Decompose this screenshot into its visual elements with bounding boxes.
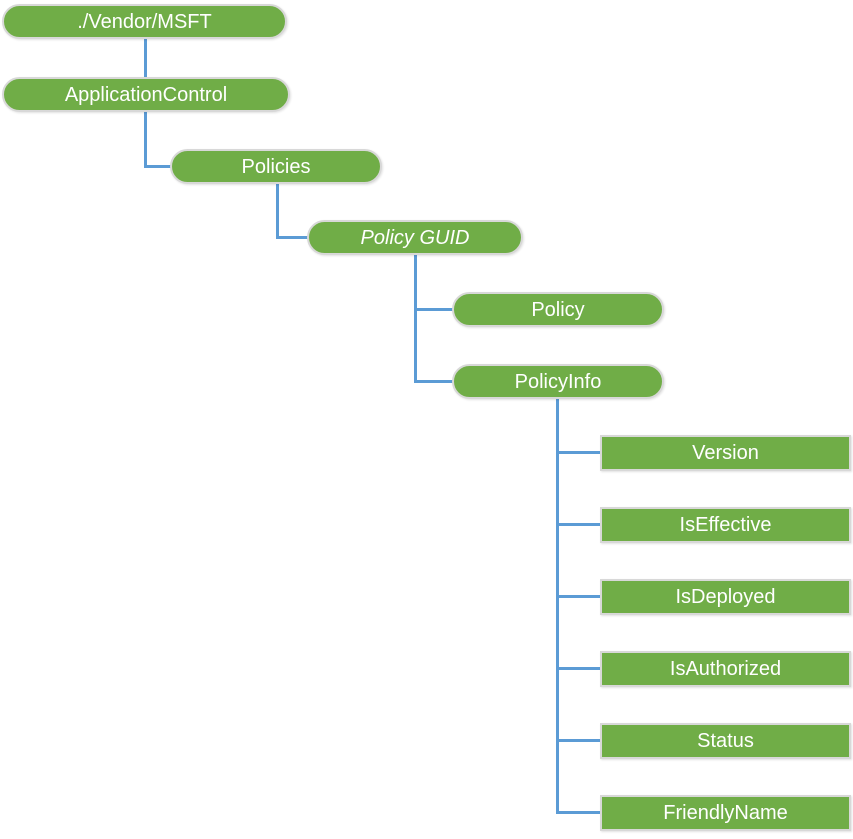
node-application-control: ApplicationControl [2,77,290,112]
node-status: Status [600,723,851,759]
node-policy-guid: Policy GUID [307,220,523,255]
node-vendor-msft: ./Vendor/MSFT [2,4,287,39]
connector-policyguid-trunk-v [414,255,417,383]
node-policy-info: PolicyInfo [452,364,664,399]
connector-policyinfo-to-isdeployed-h [556,595,602,598]
node-is-authorized: IsAuthorized [600,651,851,687]
connector-policyguid-to-policyinfo-h [414,380,454,383]
connector-policyinfo-trunk-v [556,399,559,814]
connector-appcontrol-to-policies-v [144,112,147,168]
connector-policyinfo-to-version-h [556,451,602,454]
connector-policies-to-policyguid-h [276,236,309,239]
node-is-effective: IsEffective [600,507,851,543]
connector-policies-to-policyguid-v [276,184,279,239]
connector-policyinfo-to-isauthorized-h [556,667,602,670]
connector-appcontrol-to-policies-h [144,165,172,168]
connector-policyguid-to-policy-h [414,308,454,311]
node-policy: Policy [452,292,664,327]
connector-policyinfo-to-iseffective-h [556,523,602,526]
node-is-deployed: IsDeployed [600,579,851,615]
connector-policyinfo-to-status-h [556,739,602,742]
connector-policyinfo-to-friendlyname-h [556,811,602,814]
connector-vendor-to-appcontrol-v [144,39,147,77]
node-policies: Policies [170,149,382,184]
node-friendly-name: FriendlyName [600,795,851,831]
node-version: Version [600,435,851,471]
